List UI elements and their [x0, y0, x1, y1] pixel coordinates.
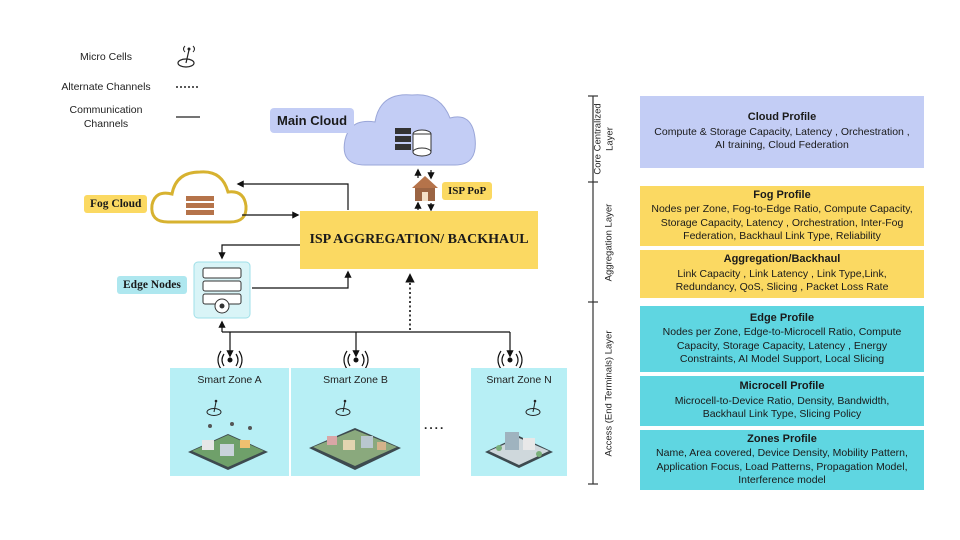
zones-profile-line: Application Focus, Load Patterns, Propag… [656, 460, 908, 473]
cloud-profile-line: AI training, Cloud Federation [715, 139, 849, 152]
aggregation-layer-label: Aggregation Layer [603, 203, 615, 281]
smart-zone-n-title: Smart Zone N [486, 374, 552, 386]
zones-profile-line: Name, Area covered, Device Density, Mobi… [656, 447, 908, 459]
edge-profile-panel: Edge Profile Nodes per Zone, Edge-to-Mic… [640, 306, 924, 372]
fog-cloud-icon [150, 170, 248, 224]
fog-profile-title: Fog Profile [753, 188, 811, 201]
smart-zone-n-illustration [485, 399, 553, 468]
zones-profile-panel: Zones Profile Name, Area covered, Device… [640, 430, 924, 490]
access-end-terminals-layer-label: Access (End Terminals) Layer [603, 329, 615, 457]
micro-cell-antenna-icon-b [343, 350, 369, 370]
microcell-profile-title: Microcell Profile [739, 380, 825, 393]
core-layer-line2: Layer [604, 127, 616, 151]
aggregation-profile-line: Redundancy, QoS, Slicing , Packet Loss R… [675, 281, 889, 294]
fog-profile-line: Federation, Backhaul Link Type, Reliabil… [683, 230, 881, 242]
legend-communication-channels-label: Communication Channels [56, 103, 156, 131]
smart-zone-b: Smart Zone B [291, 368, 420, 476]
cloud-profile-panel: Cloud Profile Compute & Storage Capacity… [640, 96, 924, 168]
smart-zone-b-illustration [309, 399, 401, 470]
core-layer-label-wrap: Core Centralized Layer [560, 103, 650, 174]
fog-profile-line: Nodes per Zone, Fog-to-Edge Ratio, Compu… [651, 203, 913, 215]
zone-ellipsis: .... [424, 418, 446, 432]
aggregation-profile-title: Aggregation/Backhaul [723, 253, 841, 266]
edge-profile-title: Edge Profile [749, 311, 815, 324]
aggregation-profile-line: Link Capacity , Link Latency , Link Type… [677, 267, 887, 280]
edge-node-server-icon [193, 261, 251, 319]
cloud-profile-line: Compute & Storage Capacity, Latency , Or… [654, 125, 910, 138]
legend-micro-cell-icon [177, 45, 195, 68]
microcell-profile-line: Backhaul Link Type, Slicing Policy [702, 408, 862, 421]
core-centralized-layer-label: Core Centralized Layer [593, 103, 617, 174]
legend-communication-line2: Channels [83, 118, 129, 130]
core-layer-line1: Core Centralized [592, 103, 604, 175]
isp-aggregation-backhaul-box: ISP AGGREGATION/ BACKHAUL [300, 211, 538, 269]
isp-pop-house-icon [412, 176, 438, 201]
smart-zone-a: Smart Zone A [170, 368, 289, 476]
micro-cell-antenna-icon-a [217, 350, 243, 370]
cloud-profile-title: Cloud Profile [747, 111, 817, 124]
fog-cloud-label: Fog Cloud [84, 195, 148, 213]
smart-zone-a-title: Smart Zone A [197, 374, 262, 386]
legend-micro-cells-label: Micro Cells [80, 51, 132, 63]
isp-pop-label: ISP PoP [442, 182, 493, 200]
edge-profile-line: Capacity, Storage Capacity, Latency , En… [676, 339, 888, 352]
edge-profile-line: Constraints, AI Model Support, Local Sli… [679, 353, 885, 365]
smart-zone-n: Smart Zone N [471, 368, 567, 476]
micro-cell-antenna-icon-n [497, 350, 523, 370]
smart-zone-a-illustration [188, 399, 268, 470]
fog-profile-line: Storage Capacity, Latency , Orchestratio… [660, 216, 904, 229]
edge-nodes-label: Edge Nodes [117, 276, 187, 294]
zones-profile-line: Interference model [738, 474, 826, 486]
smart-zone-b-title: Smart Zone B [323, 374, 388, 386]
microcell-profile-line: Microcell-to-Device Ratio, Density, Band… [674, 394, 890, 407]
zones-profile-title: Zones Profile [747, 432, 817, 445]
connectors [218, 168, 514, 358]
main-cloud-label: Main Cloud [270, 108, 355, 133]
fog-profile-panel: Fog Profile Nodes per Zone, Fog-to-Edge … [640, 186, 924, 246]
edge-profile-line: Nodes per Zone, Edge-to-Microcell Ratio,… [662, 326, 902, 338]
layer-divider [588, 95, 598, 485]
legend-alternate-channels-label: Alternate Channels [61, 81, 151, 93]
legend-communication-line1: Communication [69, 104, 143, 116]
microcell-profile-panel: Microcell Profile Microcell-to-Device Ra… [640, 376, 924, 426]
aggregation-backhaul-profile-panel: Aggregation/Backhaul Link Capacity , Lin… [640, 250, 924, 298]
main-cloud-icon [343, 94, 476, 166]
